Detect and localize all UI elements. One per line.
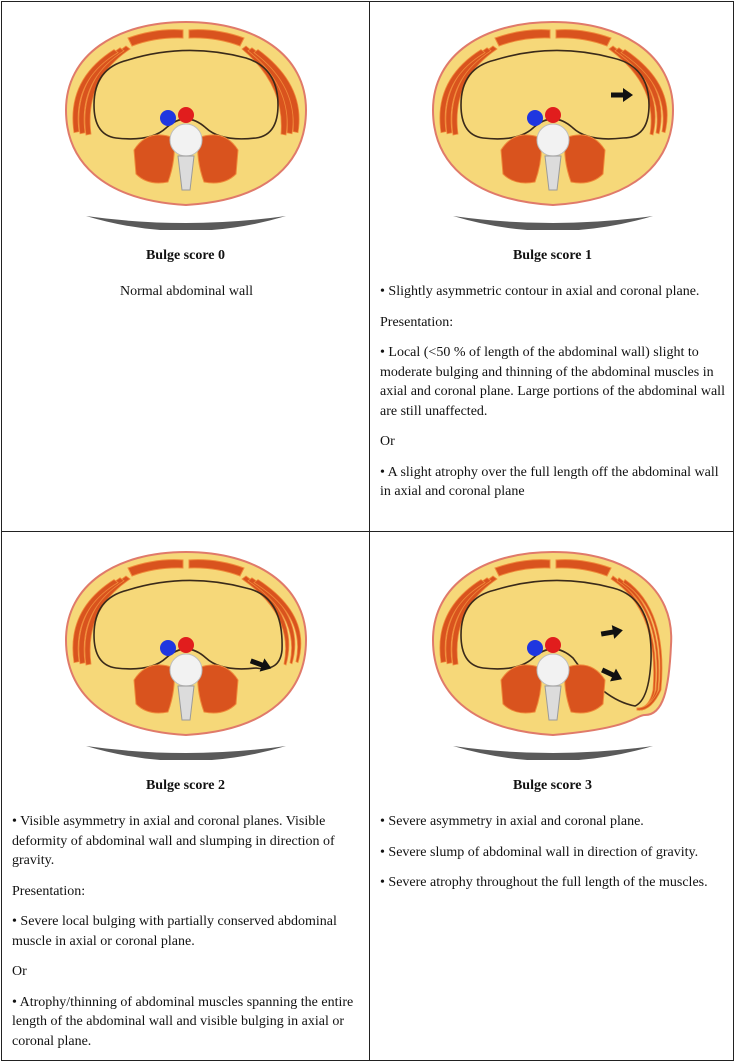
description-text: Normal abdominal wall bbox=[120, 284, 253, 299]
spinous-process bbox=[543, 155, 562, 191]
panel-title: Bulge score 2 bbox=[145, 778, 226, 793]
vena-cava bbox=[159, 640, 176, 656]
row-divider bbox=[2, 531, 733, 532]
axial-ct-illustration-score-3 bbox=[431, 550, 672, 760]
arrow-shaft bbox=[610, 92, 625, 98]
slump-arrow-icon bbox=[600, 667, 622, 682]
peritoneal-cavity-outline bbox=[459, 49, 650, 140]
arrow-head bbox=[622, 88, 633, 102]
vertebral-body bbox=[169, 123, 202, 157]
panel-description: • Severe asymmetry in axial and coronal … bbox=[380, 812, 727, 904]
vena-cava bbox=[159, 110, 176, 126]
lateral-muscle-left bbox=[72, 579, 119, 664]
lateral-muscle-left bbox=[439, 579, 486, 664]
panel-score-3: Bulge score 3 • Severe asymmetry in axia… bbox=[370, 532, 735, 1062]
paraspinal-muscle-left bbox=[132, 664, 175, 714]
panel-score-0: Bulge score 0 Normal abdominal wall bbox=[2, 2, 369, 531]
lateral-muscle-left bbox=[439, 49, 486, 134]
spinous-process bbox=[176, 685, 195, 721]
lateral-muscle-right bbox=[619, 49, 668, 134]
arrow-head bbox=[611, 625, 623, 639]
or-label: Or bbox=[12, 964, 27, 979]
criterion-text: • Severe local bulging with partially co… bbox=[12, 914, 337, 949]
vena-cava bbox=[526, 640, 543, 656]
bulge-arrow-icon bbox=[610, 88, 633, 102]
vertebral-body bbox=[536, 123, 569, 157]
lateral-muscle-right bbox=[252, 49, 299, 134]
panel-description: Normal abdominal wall bbox=[12, 282, 361, 313]
arrow-shaft bbox=[600, 667, 616, 679]
vertebral-body bbox=[536, 653, 569, 687]
axial-ct-illustration-score-0 bbox=[64, 20, 307, 230]
panel-title: Bulge score 3 bbox=[512, 778, 593, 793]
ct-table-shadow bbox=[452, 746, 653, 760]
aorta bbox=[177, 107, 194, 123]
criterion-text: • Severe slump of abdominal wall in dire… bbox=[380, 844, 699, 860]
aorta bbox=[544, 637, 561, 653]
arrow-head bbox=[609, 668, 622, 682]
vertebral-body bbox=[169, 653, 202, 687]
spinous-process bbox=[543, 685, 562, 721]
rectus-muscle-left bbox=[493, 29, 550, 47]
peritoneal-cavity-outline bbox=[92, 579, 283, 670]
criterion-text: • Atrophy/thinning of abdominal muscles … bbox=[12, 994, 354, 1049]
axial-ct-illustration-score-2 bbox=[64, 550, 307, 760]
criterion-text: • Slightly asymmetric contour in axial a… bbox=[380, 284, 700, 299]
vena-cava bbox=[526, 110, 543, 126]
panel-description: • Visible asymmetry in axial and coronal… bbox=[12, 812, 361, 1062]
ct-table-shadow bbox=[452, 216, 653, 230]
peritoneal-cavity-outline bbox=[92, 49, 279, 140]
rectus-muscle-left bbox=[126, 559, 183, 577]
criterion-text: • Severe atrophy throughout the full len… bbox=[380, 875, 708, 890]
axial-ct-illustration-score-1 bbox=[431, 20, 674, 230]
lateral-muscle-right bbox=[252, 579, 301, 664]
arrow-head bbox=[259, 658, 271, 672]
rectus-muscle-right bbox=[188, 559, 245, 577]
rectus-muscle-left bbox=[126, 29, 183, 47]
ct-table-shadow bbox=[85, 746, 286, 760]
aorta bbox=[544, 107, 561, 123]
arrow-shaft bbox=[249, 658, 265, 669]
rectus-muscle-right bbox=[555, 559, 612, 577]
paraspinal-muscle-left bbox=[499, 134, 542, 184]
ct-table-shadow bbox=[85, 216, 286, 230]
paraspinal-muscle-right bbox=[563, 664, 606, 714]
paraspinal-muscle-right bbox=[563, 134, 606, 184]
panel-title: Bulge score 1 bbox=[512, 248, 593, 263]
aorta bbox=[177, 637, 194, 653]
criterion-text: • A slight atrophy over the full length … bbox=[380, 464, 719, 500]
panel-score-1: Bulge score 1 • Slightly asymmetric cont… bbox=[370, 2, 735, 531]
criterion-text: • Local (<50 % of length of the abdomina… bbox=[380, 345, 725, 419]
rectus-muscle-left bbox=[493, 559, 550, 577]
or-label: Or bbox=[380, 434, 395, 449]
criterion-text: • Severe asymmetry in axial and coronal … bbox=[380, 814, 644, 829]
presentation-label: Presentation: bbox=[380, 314, 454, 330]
panel-title: Bulge score 0 bbox=[145, 248, 226, 263]
panel-description: • Slightly asymmetric contour in axial a… bbox=[380, 282, 727, 513]
paraspinal-muscle-right bbox=[196, 134, 239, 184]
paraspinal-muscle-left bbox=[132, 134, 175, 184]
presentation-label: Presentation: bbox=[12, 883, 86, 899]
spinous-process bbox=[176, 155, 195, 191]
rectus-muscle-right bbox=[555, 29, 612, 47]
rectus-muscle-right bbox=[188, 29, 245, 47]
criterion-text: • Visible asymmetry in axial and coronal… bbox=[12, 814, 335, 868]
lateral-muscle-right bbox=[621, 579, 662, 711]
paraspinal-muscle-right bbox=[196, 664, 239, 714]
paraspinal-muscle-left bbox=[499, 664, 542, 714]
panel-score-2: Bulge score 2 • Visible asymmetry in axi… bbox=[2, 532, 369, 1062]
bulge-arrow-icon bbox=[600, 625, 623, 639]
bulge-arrow-icon bbox=[249, 658, 271, 672]
arrow-shaft bbox=[600, 629, 615, 637]
lateral-muscle-left bbox=[72, 49, 119, 134]
